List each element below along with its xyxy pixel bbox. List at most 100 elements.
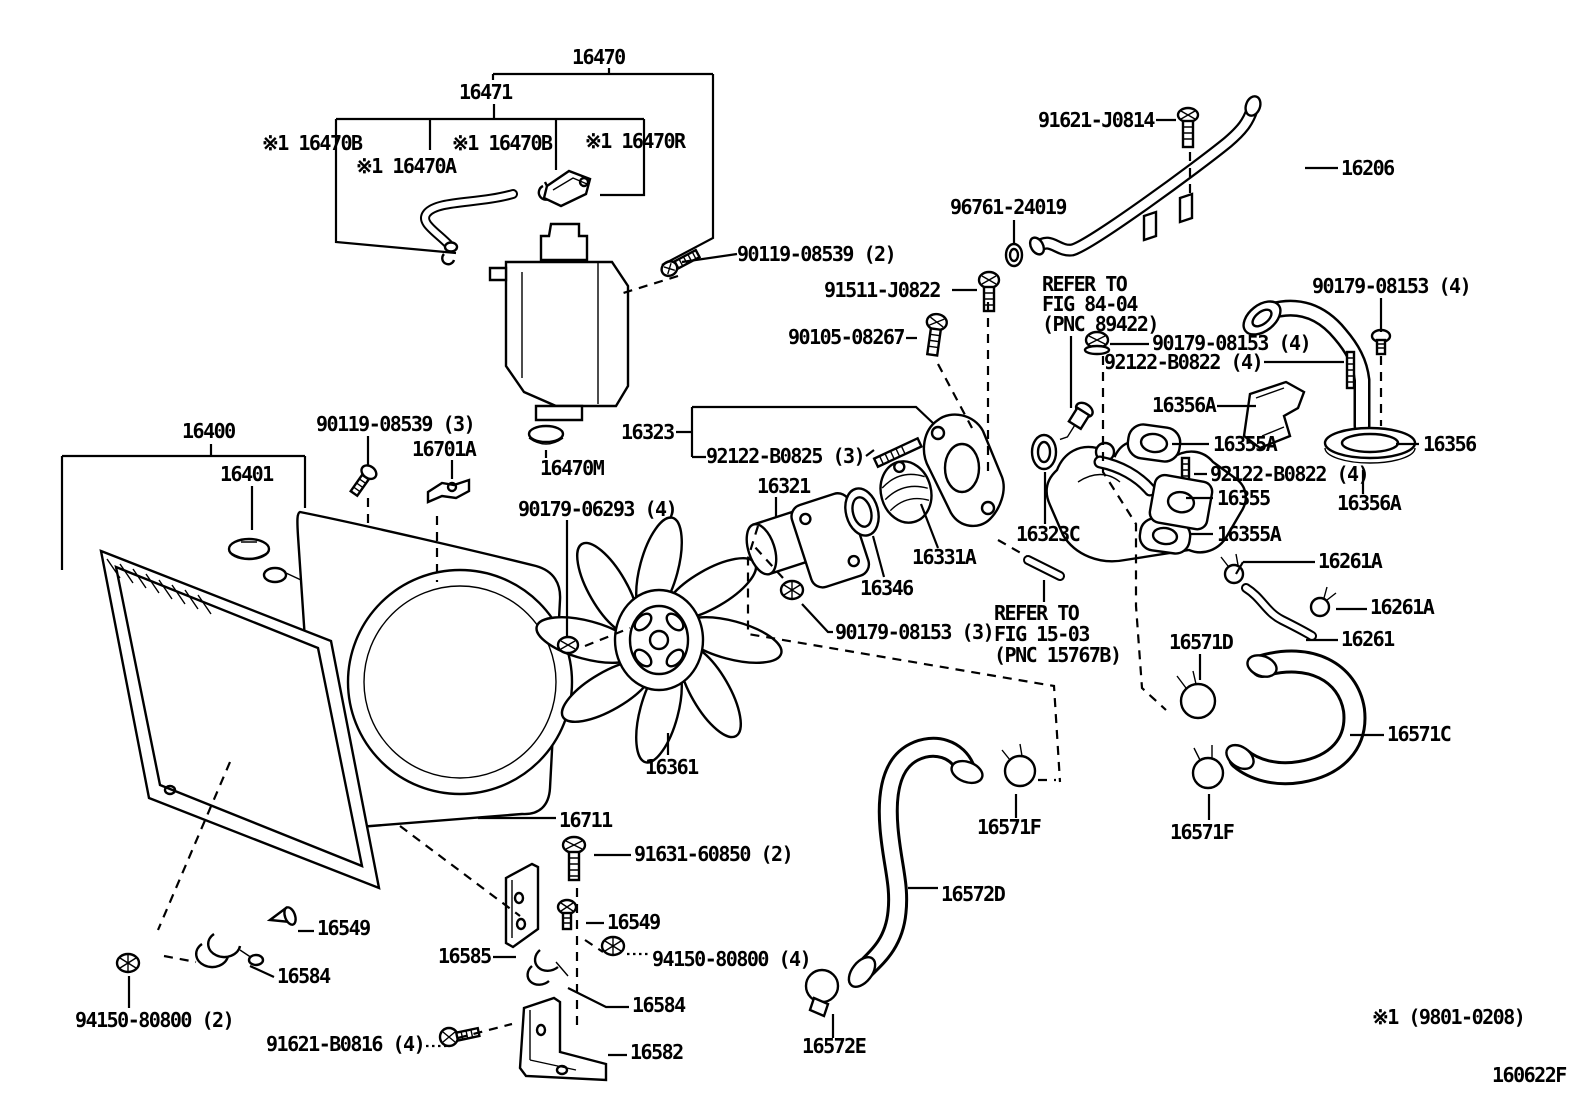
part-label-16585: 16585 <box>438 944 491 968</box>
clamp-drawing-16584-right <box>526 949 569 986</box>
part-label-90179-08153-4-top: 90179-08153 (4) <box>1312 274 1470 298</box>
part-label-16470b-mid: ※1 16470B <box>452 131 553 155</box>
part-label-94150-80800-2: 94150-80800 (2) <box>75 1008 233 1032</box>
screw-drawing-90119-2 <box>660 248 702 278</box>
part-label-16572e: 16572E <box>802 1034 866 1058</box>
bolt-drawing-90179-topright <box>1370 328 1392 356</box>
part-label-94150-80800-4: 94150-80800 (4) <box>652 947 810 971</box>
part-label-16355a-lower: 16355A <box>1217 522 1282 546</box>
part-label-16355a-upper: 16355A <box>1213 432 1278 456</box>
gasket-drawing-16346 <box>844 487 880 537</box>
bolt-drawing-91631 <box>561 835 587 882</box>
oring-drawing-16323c <box>1030 433 1058 471</box>
clamp-drawing-16572e <box>804 968 840 1018</box>
stud-drawing-92122-upper <box>1345 350 1356 390</box>
bypass-hose-16261 <box>1241 583 1317 641</box>
note-fig15-line3: (PNC 15767B) <box>994 643 1121 667</box>
part-label-16400: 16400 <box>182 419 235 443</box>
part-label-91621-j0814: 91621-J0814 <box>1038 108 1155 132</box>
temp-sensor-drawing <box>1059 401 1094 441</box>
part-label-16323c: 16323C <box>1016 522 1080 546</box>
part-label-90119-08539-3: 90119-08539 (3) <box>316 412 474 436</box>
nut-drawing-90179-mid <box>1083 330 1111 356</box>
clamp-drawing-16571d <box>1176 670 1217 720</box>
bracket-drawing-16585 <box>504 862 540 949</box>
screw-drawing-90119-3 <box>349 464 378 498</box>
clamp-drawing-16571f-left <box>1001 743 1037 788</box>
part-label-90179-08153-4-mid: 90179-08153 (4) <box>1152 331 1310 355</box>
part-label-16711: 16711 <box>559 808 613 832</box>
part-label-16584-left: 16584 <box>277 964 331 988</box>
water-outlet-16355 <box>1093 455 1214 531</box>
part-label-16471: 16471 <box>459 80 513 104</box>
water-bypass-pipe-16356 <box>1242 299 1417 464</box>
part-label-16470a: ※1 16470A <box>356 154 457 178</box>
part-label-92122-b0825-3: 92122-B0825 (3) <box>706 444 864 468</box>
bypass-pipe-drawing <box>1028 95 1262 257</box>
part-label-91621-b0816-4: 91621-B0816 (4) <box>266 1032 424 1056</box>
part-label-16571f-right: 16571F <box>1170 820 1234 844</box>
reservoir-cap-drawing <box>527 424 565 445</box>
nut-drawing-94150-right <box>600 935 626 957</box>
part-label-16571c: 16571C <box>1387 722 1451 746</box>
reservoir-hose-drawing <box>420 189 518 266</box>
clamp-drawing-16584-left <box>195 933 265 969</box>
note-fig15-line1: REFER TO <box>994 601 1080 625</box>
heater-tube-stub <box>1023 555 1065 581</box>
note-fig84-line1: REFER TO <box>1042 272 1128 296</box>
note-fig84-line3: (PNC 89422) <box>1042 312 1158 336</box>
bracket-drawing-16582 <box>518 996 608 1082</box>
note-fig84-line2: FIG 84-04 <box>1042 292 1138 316</box>
part-label-16584-right: 16584 <box>632 993 686 1017</box>
part-label-16572d: 16572D <box>941 882 1006 906</box>
part-label-16470: 16470 <box>572 45 625 69</box>
drawing-number: 160622F <box>1492 1063 1566 1087</box>
water-inlet-housing-16323 <box>922 413 1005 528</box>
part-label-16582: 16582 <box>630 1040 683 1064</box>
part-label-92122-b0822-4-lower: 92122-B0822 (4) <box>1210 462 1368 486</box>
part-label-90105-08267: 90105-08267 <box>788 325 904 349</box>
footnote-applicability: ※1 (9801-0208) <box>1372 1005 1524 1029</box>
part-label-16361: 16361 <box>645 755 699 779</box>
clamp-drawing-16261a-lower <box>1309 586 1337 618</box>
part-label-16206: 16206 <box>1341 156 1394 180</box>
clamp-drawing-16701a <box>426 478 471 504</box>
nut-drawing-90179-08153-3 <box>779 579 805 601</box>
water-outlet-housing <box>1045 439 1247 563</box>
rivet-drawing-16549-left <box>266 905 297 926</box>
part-label-16261a-upper: 16261A <box>1318 549 1383 573</box>
radiator-drawing <box>99 549 381 890</box>
part-label-16470m: 16470M <box>540 456 605 480</box>
part-label-16356a-upper: 16356A <box>1152 393 1217 417</box>
part-label-16701a: 16701A <box>412 437 477 461</box>
radiator-cap-drawing <box>227 537 271 561</box>
part-label-16356: 16356 <box>1423 432 1476 456</box>
nut-drawing-94150-left <box>115 952 141 974</box>
part-label-90179-08153-3: 90179-08153 (3) <box>835 620 993 644</box>
part-label-90119-08539-2: 90119-08539 (2) <box>737 242 895 266</box>
gasket-drawing-16355a-upper <box>1126 423 1182 463</box>
thermostat-drawing-16331a <box>879 460 933 524</box>
part-label-90179-06293-4: 90179-06293 (4) <box>518 497 676 521</box>
radiator-hose-16571c <box>1225 649 1367 786</box>
part-label-16356a-lower: 16356A <box>1337 491 1402 515</box>
part-label-16346: 16346 <box>860 576 913 600</box>
part-label-16470r: ※1 16470R <box>585 129 687 153</box>
clamp-drawing-16571f-right <box>1191 745 1225 790</box>
part-label-16355: 16355 <box>1217 486 1270 510</box>
part-label-16261a-lower: 16261A <box>1370 595 1435 619</box>
fan-drawing <box>535 516 783 764</box>
part-label-16331a: 16331A <box>912 545 977 569</box>
reservoir-bracket-drawing <box>542 169 592 208</box>
part-label-16549-right: 16549 <box>607 910 660 934</box>
reservoir-tank-drawing <box>488 222 630 422</box>
part-label-16549-left: 16549 <box>317 916 370 940</box>
part-label-92122-b0822-4-upper: 92122-B0822 (4) <box>1104 350 1262 374</box>
part-label-16323: 16323 <box>621 420 674 444</box>
dotted-leader-lines <box>426 952 648 1048</box>
note-fig15-line2: FIG 15-03 <box>994 622 1089 646</box>
pipe-support-16356a <box>1242 380 1306 450</box>
bolt-drawing-90105 <box>925 312 948 357</box>
